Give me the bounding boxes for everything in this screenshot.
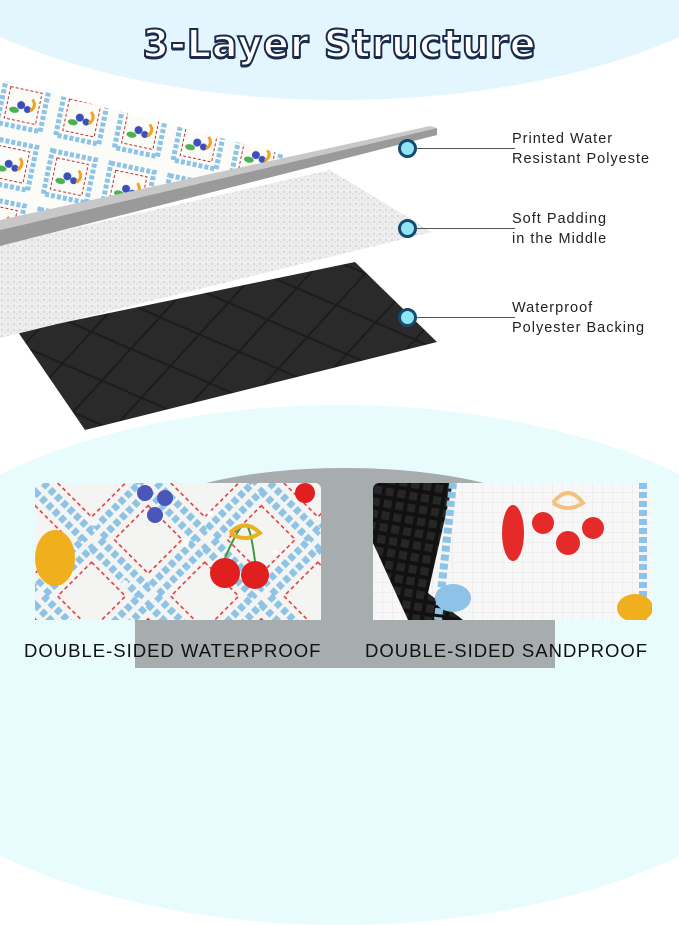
callout-label: Soft Padding in the Middle bbox=[512, 211, 608, 247]
divider-stem bbox=[320, 470, 372, 620]
callout-dot-icon bbox=[398, 139, 417, 158]
page-title: 3-Layer Structure bbox=[142, 21, 537, 67]
callout-label: Waterproof Polyester Backing bbox=[512, 300, 646, 336]
caption-waterproof: DOUBLE-SIDED WATERPROOF bbox=[24, 640, 322, 661]
caption-sandproof: DOUBLE-SIDED SANDPROOF bbox=[365, 640, 649, 661]
callout-dot-icon bbox=[398, 308, 417, 327]
sandproof-photo bbox=[373, 483, 652, 620]
callout-line bbox=[417, 317, 515, 318]
callout-printed-layer: Printed Water Resistant Polyeste bbox=[398, 131, 679, 179]
callout-line bbox=[417, 148, 515, 149]
layer-illustration bbox=[0, 80, 437, 430]
callout-backing-layer: Waterproof Polyester Backing bbox=[398, 300, 679, 348]
callout-dot-icon bbox=[398, 219, 417, 238]
callout-line bbox=[417, 228, 515, 229]
callout-padding-layer: Soft Padding in the Middle bbox=[398, 211, 679, 259]
callout-label: Printed Water Resistant Polyeste bbox=[512, 131, 651, 167]
waterproof-photo bbox=[35, 483, 321, 620]
